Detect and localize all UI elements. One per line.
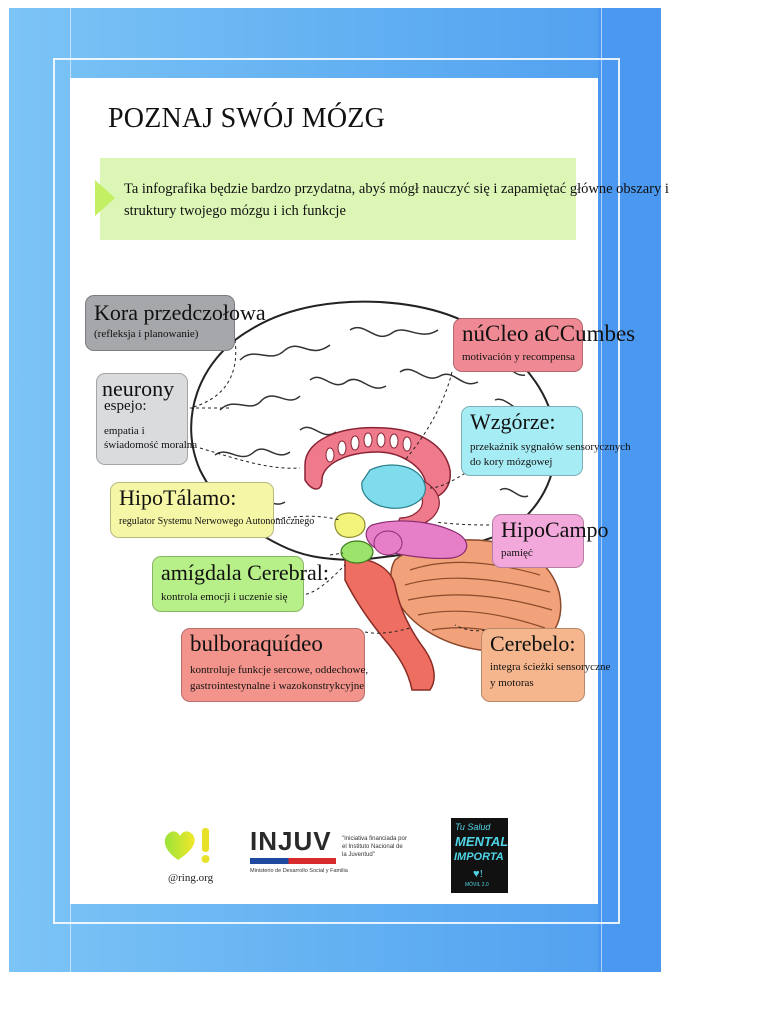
ring-logo: @ring.org: [160, 826, 216, 886]
injuv-note-3: la Juventud": [342, 852, 375, 858]
badge-line-2: MENTAL: [455, 834, 509, 849]
injuv-wordmark: INJUV: [250, 826, 332, 856]
label-hippocampus: HipoCampo pamięć: [492, 514, 609, 568]
label-amygdala-title: amígdala Cerebral:: [161, 560, 329, 585]
injuv-note-1: "Iniciativa financiada por: [342, 836, 407, 842]
label-thalamus: Wzgórze: przekaźnik sygnałów sensoryczny…: [461, 406, 631, 476]
label-hippocampus-sub: pamięć: [501, 547, 533, 559]
badge-line-3: IMPORTA: [454, 851, 504, 863]
hypothalamus-shape: [334, 512, 366, 538]
connector-lines: [189, 339, 496, 634]
label-accumbens-title: núCleo aCCumbes: [462, 321, 636, 346]
label-mirror-title: neurony: [102, 376, 175, 401]
label-cerebellum-sub1: integra ścieżki sensoryczne: [490, 661, 611, 673]
label-hippocampus-title: HipoCampo: [501, 517, 609, 542]
label-prefrontal-title: Kora przedczołowa: [94, 300, 266, 325]
page-title: POZNAJ SWÓJ MÓZG: [108, 103, 385, 134]
label-cerebellum-title: Cerebelo:: [490, 631, 576, 656]
label-hypothalamus-sub: regulator Systemu Nerwowego Autonomiczne…: [119, 516, 315, 527]
blue-background-right-band: [598, 8, 661, 972]
brainstem-shape: [344, 558, 435, 691]
label-medulla-title: bulboraquídeo: [190, 631, 323, 656]
label-prefrontal-cortex: Kora przedczołowa (refleksja i planowani…: [85, 295, 266, 351]
label-amygdala-sub: kontrola emocji i uczenie się: [161, 591, 288, 603]
label-accumbens-sub: motivación y recompensa: [462, 351, 576, 363]
label-medulla-sub2: gastrointestynalne i wazokonstrykcyjne: [190, 680, 365, 692]
label-mirror-sub2: świadomość moralna: [104, 439, 198, 451]
ring-org-text: @ring.org: [168, 872, 214, 884]
label-thalamus-title: Wzgórze:: [470, 409, 556, 434]
intro-text: Ta infografika będzie bardzo przydatna, …: [124, 178, 768, 222]
thalamus-shape: [361, 464, 426, 509]
label-prefrontal-sub: (refleksja i planowanie): [94, 328, 199, 340]
injuv-logo: INJUV Ministerio de Desarrollo Social y …: [246, 826, 416, 882]
label-hypothalamus: HipoTálamo: regulator Systemu Nerwowego …: [110, 482, 314, 538]
nucleus-accumbens-shape: [373, 530, 403, 556]
amygdala-shape: [340, 540, 374, 564]
label-thalamus-sub2: do kory mózgowej: [470, 456, 553, 468]
label-medulla-sub1: kontroluje funkcje sercowe, oddechowe,: [190, 664, 369, 676]
label-amygdala: amígdala Cerebral: kontrola emocji i ucz…: [152, 556, 329, 612]
badge-line-1: Tu Salud: [455, 822, 491, 832]
corpus-callosum-dots: [325, 432, 412, 463]
label-cerebellum-sub2: y motoras: [490, 677, 534, 689]
intro-box: [100, 158, 576, 240]
label-medulla: bulboraquídeo kontroluje funkcje sercowe…: [181, 628, 369, 702]
label-nucleus-accumbens: núCleo aCCumbes motivación y recompensa: [453, 318, 635, 372]
badge-heart-icon: ♥!: [473, 868, 484, 880]
injuv-ministry: Ministerio de Desarrollo Social y Famili…: [250, 868, 348, 874]
intro-arrow-icon: [95, 180, 115, 216]
decorative-frame-border: [53, 58, 620, 924]
cerebellum-folds: [404, 561, 553, 643]
label-hypothalamus-title: HipoTálamo:: [119, 485, 237, 510]
injuv-note-2: el Instituto Nacional de: [342, 844, 403, 850]
label-thalamus-sub1: przekaźnik sygnałów sensorycznych: [470, 441, 631, 453]
intro-line-2: struktury twojego mózgu i ich funkcje: [124, 203, 346, 219]
badge-line-4: MÓVIL 2.0: [465, 882, 489, 888]
injuv-flag-stripe: [250, 858, 336, 864]
label-mirror-neurons: neurony espejo: empatia i świadomość mor…: [96, 373, 197, 465]
heart-exclamation-icon: [164, 828, 210, 863]
label-mirror-title2: espejo:: [104, 398, 147, 414]
label-cerebellum: Cerebelo: integra ścieżki sensoryczne y …: [481, 628, 610, 702]
intro-line-1: Ta infografika będzie bardzo przydatna, …: [124, 181, 669, 197]
mental-health-badge: Tu Salud MENTAL IMPORTA ♥! MÓVIL 2.0: [451, 818, 508, 893]
label-mirror-sub1: empatia i: [104, 425, 145, 437]
